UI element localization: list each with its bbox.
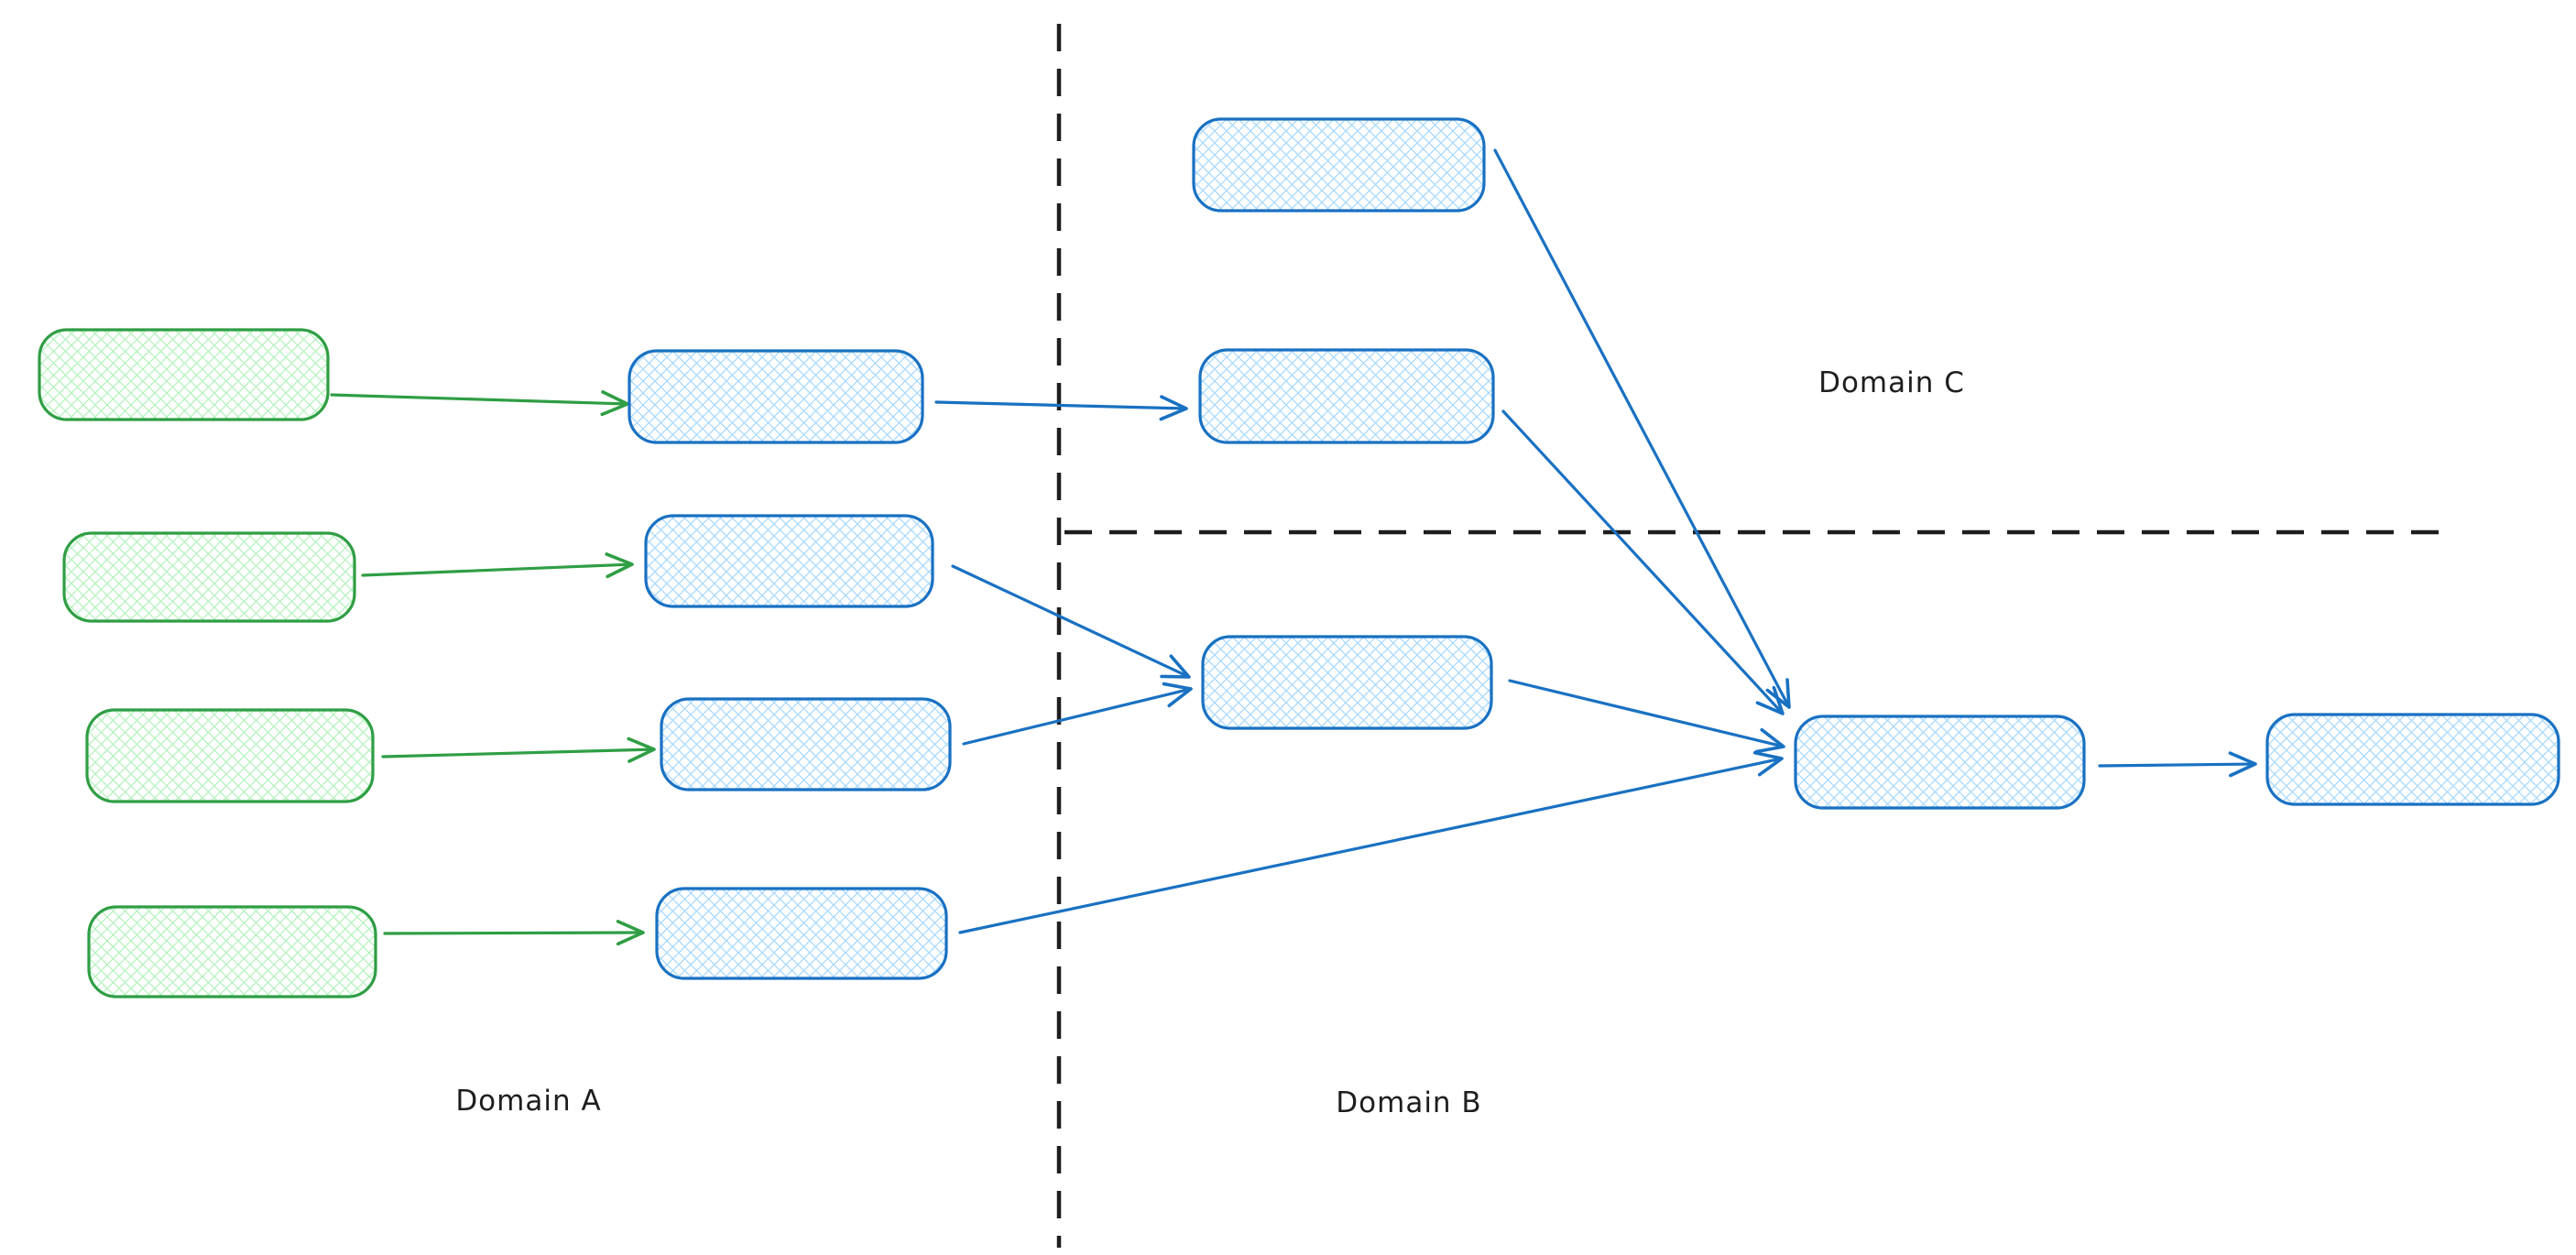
domain-a-source-2 (62, 531, 356, 623)
edge-cbox1-hub-shaft (1493, 148, 1789, 706)
edge-stage3-bbox1 (962, 682, 1193, 746)
edge-stage2-bbox1-arrowhead-icon (1160, 654, 1191, 679)
domain-b-label: Domain B (1336, 1086, 1481, 1119)
edge-cbox2-hub-shaft (1501, 409, 1782, 713)
domain-b-hub (1794, 715, 2086, 810)
edge-stage2-bbox1-shaft (951, 564, 1187, 677)
edge-stage2-bbox1 (951, 564, 1191, 679)
edge-bbox1-hub-shaft (1508, 679, 1782, 748)
edge-hub-output-arrowhead-icon (2228, 751, 2257, 778)
edges (330, 148, 2257, 946)
domain-c-box-2 (1198, 348, 1495, 444)
edge-cbox1-hub (1493, 148, 1791, 709)
edge-source1-stage1 (330, 390, 629, 417)
edge-source4-stage4 (383, 920, 645, 946)
edge-source4-stage4-arrowhead-icon (616, 920, 645, 946)
edge-stage3-bbox1-shaft (962, 688, 1189, 746)
edge-stage4-hub-arrowhead-icon (1752, 750, 1784, 777)
domain-c-label: Domain C (1818, 366, 1965, 399)
domain-dividers (1056, 24, 2446, 1248)
edge-source1-stage1-shaft (330, 393, 626, 406)
edge-cbox2-hub-arrowhead-icon (1755, 685, 1785, 715)
edge-stage1-cbox2 (934, 395, 1188, 421)
domain-a-source-1 (38, 328, 330, 421)
edge-source2-stage2-shaft (361, 562, 630, 577)
domain-a-stage-1 (628, 349, 924, 444)
edge-hub-output (2098, 751, 2257, 778)
nodes (38, 117, 2560, 999)
edge-bbox1-hub-arrowhead-icon (1754, 727, 1785, 754)
edge-cbox1-hub-arrowhead-icon (1765, 678, 1791, 709)
edge-stage1-cbox2-arrowhead-icon (1159, 395, 1188, 421)
edge-stage4-hub (958, 750, 1784, 934)
domain-labels: Domain A Domain B Domain C (455, 366, 1965, 1119)
domain-c-box-1 (1192, 117, 1486, 213)
edge-stage1-cbox2-shaft (934, 400, 1184, 410)
edge-source1-stage1-arrowhead-icon (600, 390, 629, 417)
domain-a-stage-4 (655, 887, 948, 980)
domain-a-stage-3 (660, 697, 952, 791)
edge-stage4-hub-shaft (958, 758, 1780, 934)
edge-cbox2-hub (1501, 409, 1785, 715)
domain-a-label: Domain A (455, 1085, 601, 1118)
domain-a-stage-2 (644, 514, 934, 608)
edge-hub-output-shaft (2098, 762, 2254, 768)
domain-b-box-1 (1201, 635, 1493, 730)
domain-a-source-4 (87, 905, 377, 999)
edge-bbox1-hub (1508, 679, 1785, 754)
domain-a-source-3 (85, 708, 375, 803)
edge-source3-stage3 (381, 737, 656, 763)
domain-b-output (2265, 713, 2560, 806)
edge-source2-stage2-arrowhead-icon (605, 552, 634, 579)
edge-source3-stage3-arrowhead-icon (627, 737, 656, 763)
edge-source2-stage2 (361, 552, 634, 579)
edge-source3-stage3-shaft (381, 748, 652, 758)
edge-stage3-bbox1-arrowhead-icon (1162, 682, 1193, 708)
